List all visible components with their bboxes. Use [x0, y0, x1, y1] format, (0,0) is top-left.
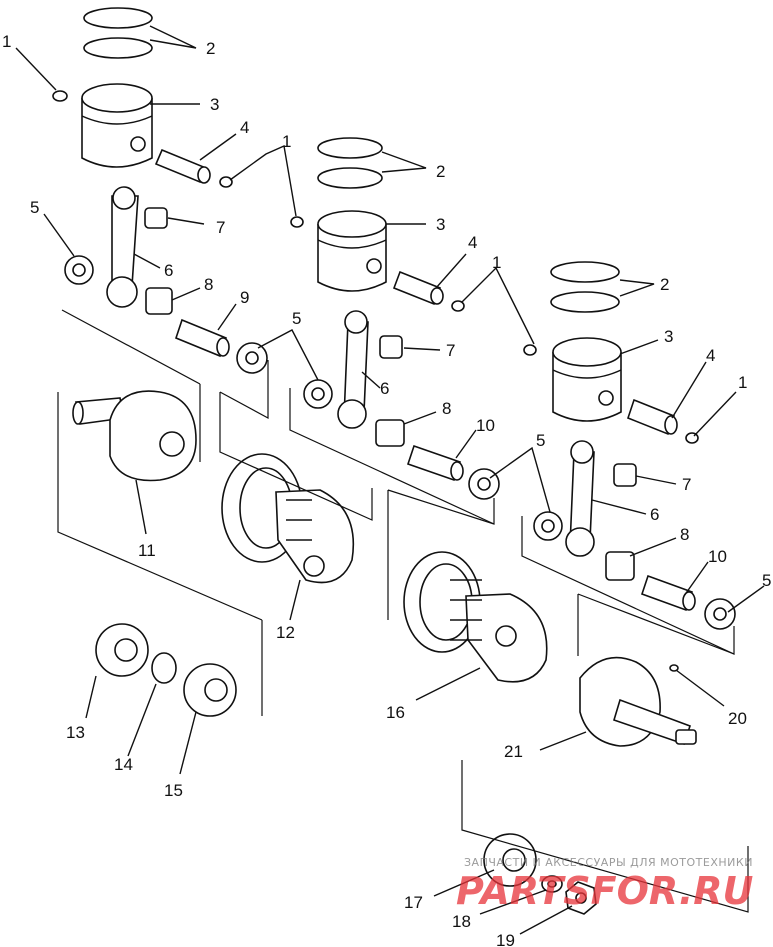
assembly-frames — [57, 309, 749, 913]
callout-18: 18 — [452, 912, 471, 931]
callout-4: 4 — [240, 118, 249, 137]
piston-assembly-left — [52, 7, 268, 374]
callout-21: 21 — [504, 742, 523, 761]
retaining-ring-14 — [151, 652, 177, 684]
watermark-tagline: ЗАПЧАСТИ И АКСЕССУАРЫ ДЛЯ МОТОТЕХНИКИ — [464, 856, 753, 869]
callout-8: 8 — [204, 275, 213, 294]
callout-2: 2 — [436, 162, 445, 181]
callout-12: 12 — [276, 623, 295, 642]
callout-7: 7 — [216, 218, 225, 237]
callout-1: 1 — [282, 132, 291, 151]
crankshaft-section-11 — [72, 390, 197, 482]
bearing-15 — [183, 663, 237, 717]
callout-5: 5 — [292, 309, 301, 328]
callout-5: 5 — [762, 571, 771, 590]
callout-6: 6 — [380, 379, 389, 398]
leader-lines — [15, 25, 765, 935]
callout-8: 8 — [442, 399, 451, 418]
callout-15: 15 — [164, 781, 183, 800]
callout-1: 1 — [492, 253, 501, 272]
callout-20: 20 — [728, 709, 747, 728]
callout-9: 9 — [240, 288, 249, 307]
callout-3: 3 — [436, 215, 445, 234]
callout-8: 8 — [680, 525, 689, 544]
callout-labels: 1 2 3 4 5 6 7 8 9 1 2 3 4 5 6 7 8 10 1 2… — [2, 32, 771, 947]
callout-19: 19 — [496, 931, 515, 947]
callout-4: 4 — [706, 346, 715, 365]
callout-17: 17 — [404, 893, 423, 912]
callout-5: 5 — [536, 431, 545, 450]
callout-5: 5 — [30, 198, 39, 217]
callout-6: 6 — [164, 261, 173, 280]
callout-14: 14 — [114, 755, 133, 774]
callout-7: 7 — [446, 341, 455, 360]
callout-11: 11 — [138, 541, 156, 560]
bearing-13 — [95, 623, 149, 677]
callout-7: 7 — [682, 475, 691, 494]
watermark: ЗАПЧАСТИ И АКСЕССУАРЫ ДЛЯ МОТОТЕХНИКИ PA… — [456, 856, 754, 913]
callout-10: 10 — [708, 547, 727, 566]
piston-assembly-right — [523, 261, 736, 630]
callout-13: 13 — [66, 723, 85, 742]
callout-1: 1 — [738, 373, 747, 392]
callout-16: 16 — [386, 703, 405, 722]
crankshaft-section-21 — [579, 656, 697, 747]
callout-3: 3 — [664, 327, 673, 346]
crankshaft-section-12 — [221, 453, 355, 584]
callout-10: 10 — [476, 416, 495, 435]
crankshaft-section-16 — [403, 551, 548, 683]
callout-3: 3 — [210, 95, 219, 114]
washer-18 — [541, 875, 563, 893]
callout-4: 4 — [468, 233, 477, 252]
callout-2: 2 — [660, 275, 669, 294]
callout-6: 6 — [650, 505, 659, 524]
callout-1: 1 — [2, 32, 11, 51]
piston-assembly-middle — [290, 137, 500, 500]
callout-2: 2 — [206, 39, 215, 58]
watermark-logo: PARTSFOR.RU — [456, 869, 754, 913]
